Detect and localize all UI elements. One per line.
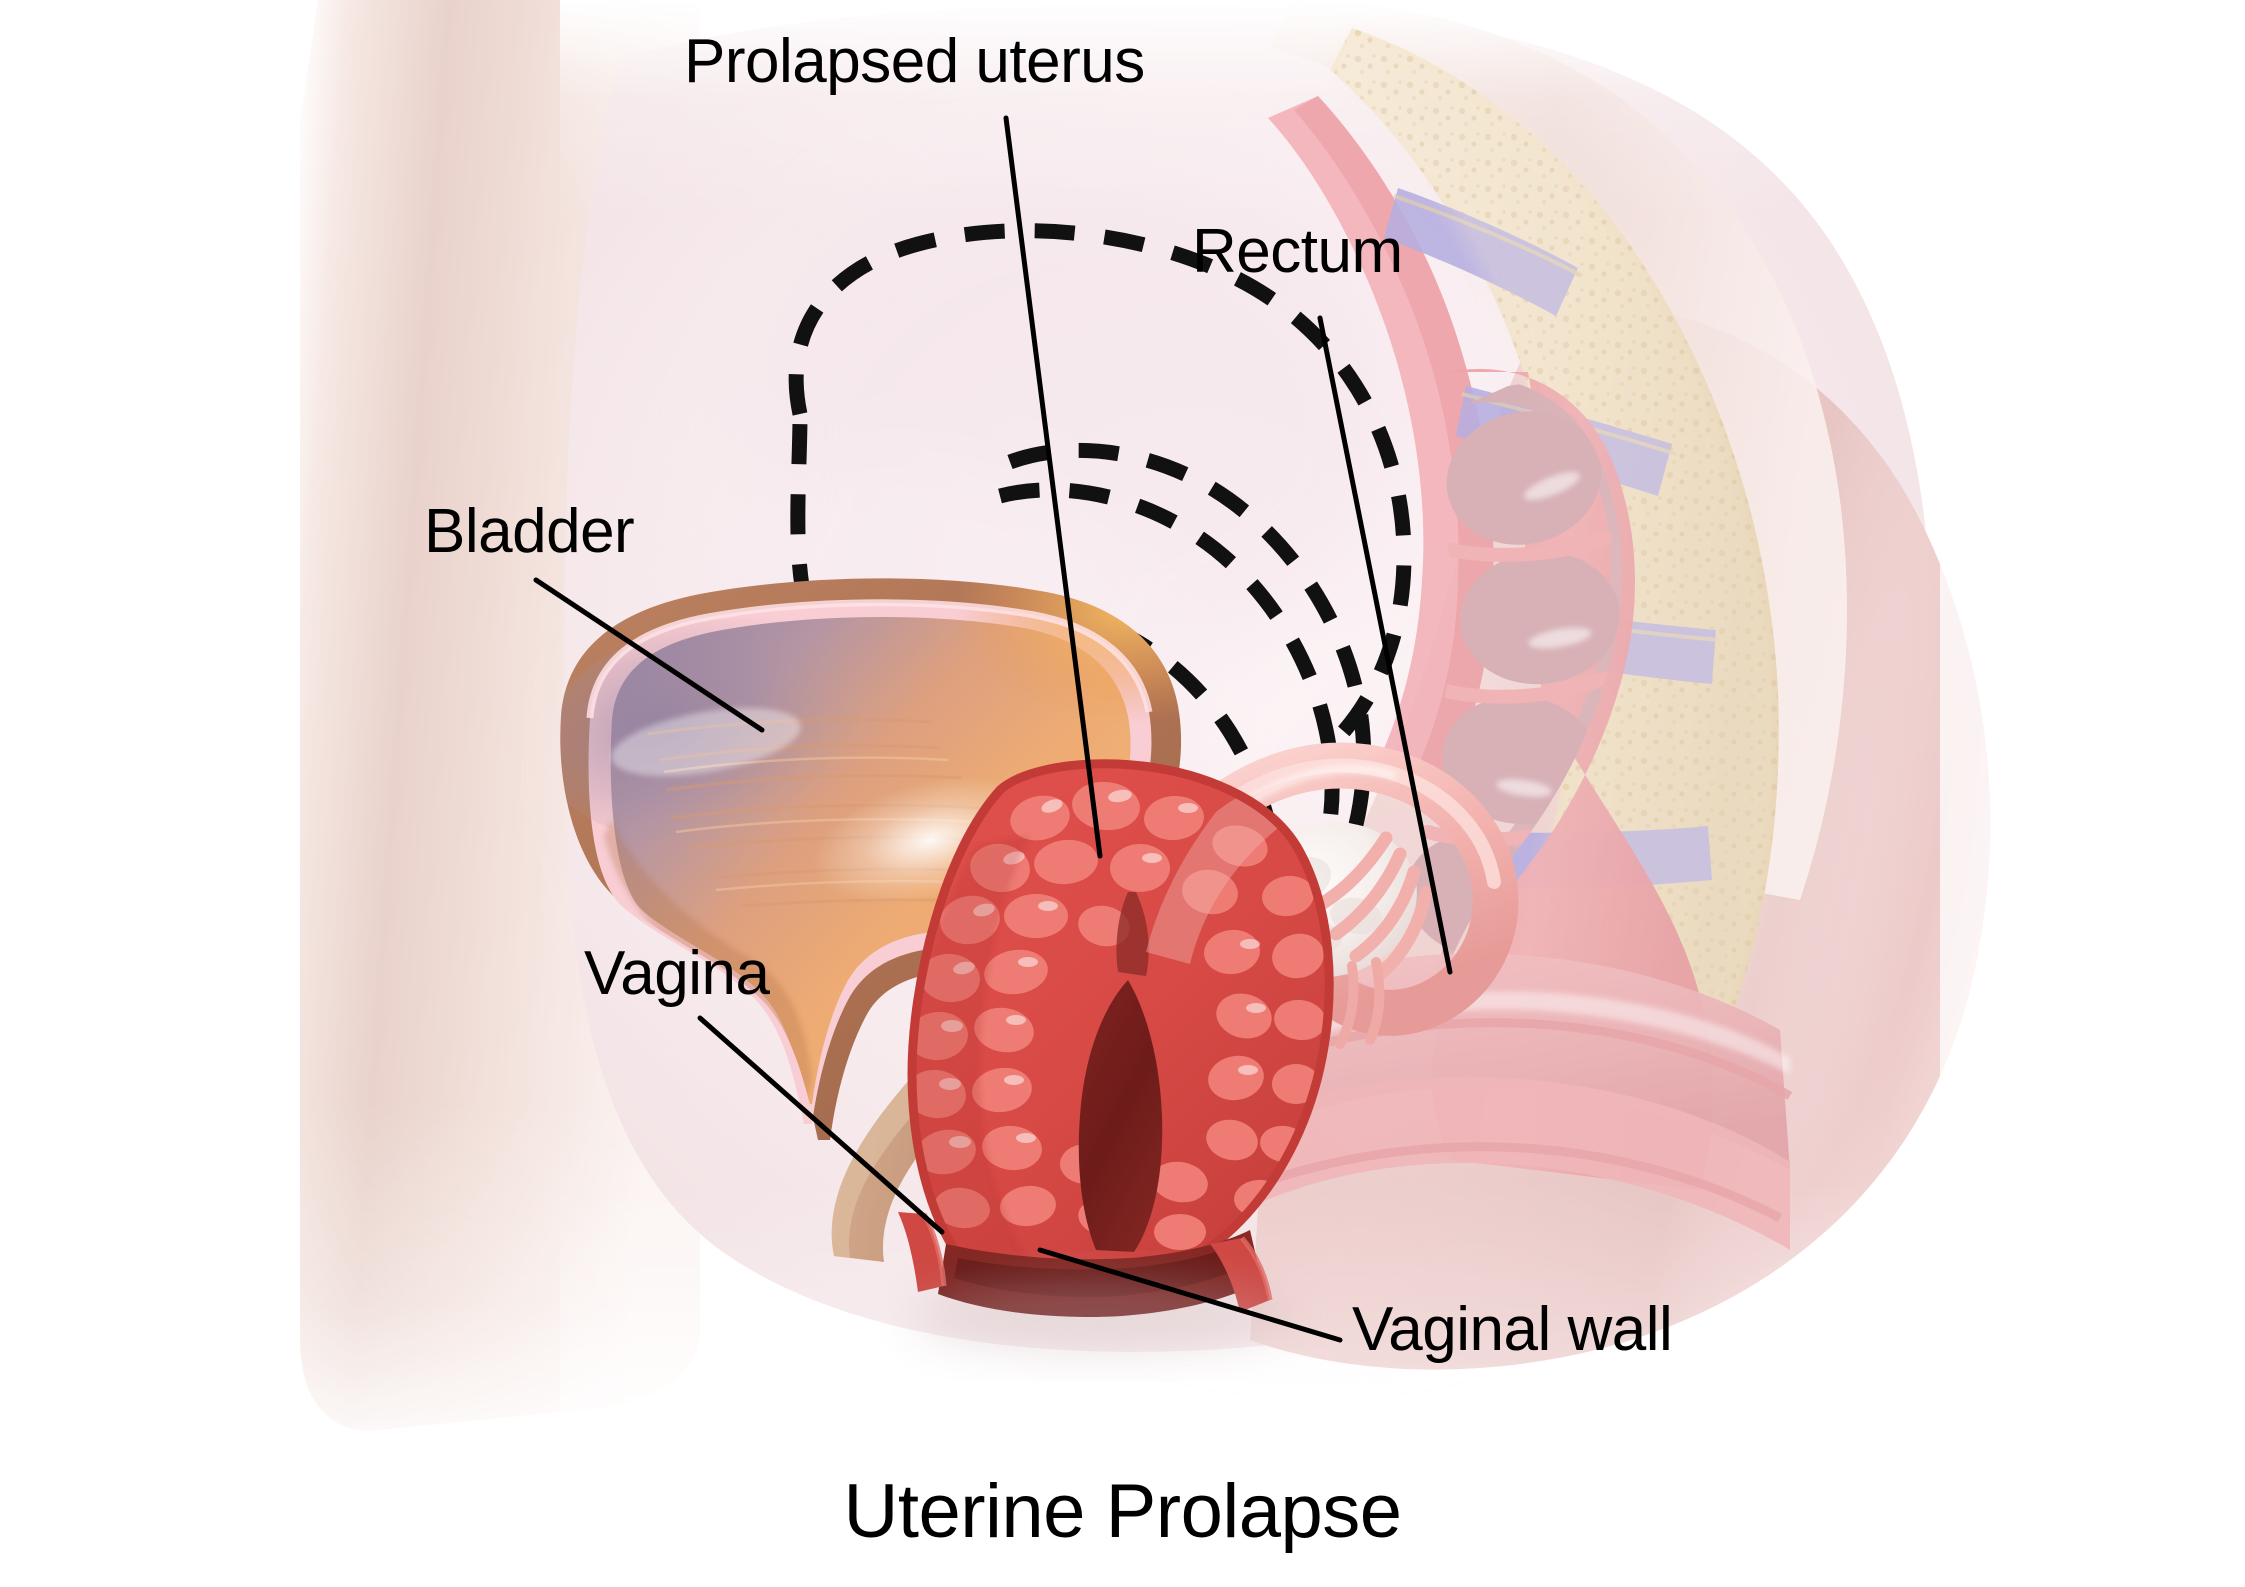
figure-caption: Uterine Prolapse [843, 1469, 1402, 1554]
leader-vaginal-wall [1037, 1247, 1343, 1343]
label-vaginal-wall: Vaginal wall [1352, 1295, 1673, 1364]
leader-bladder [533, 577, 765, 733]
leader-prolapsed-uterus [1003, 115, 1103, 859]
label-rectum: Rectum [1192, 217, 1403, 286]
leader-rectum [1317, 315, 1453, 975]
leader-lines [533, 115, 1453, 1343]
prolapsed-uterus [907, 759, 1334, 1278]
label-bladder: Bladder [424, 497, 635, 566]
bladder [560, 578, 1182, 1140]
label-vagina: Vagina [584, 939, 770, 1008]
leader-vagina [697, 1015, 945, 1235]
label-prolapsed-uterus: Prolapsed uterus [684, 27, 1145, 96]
